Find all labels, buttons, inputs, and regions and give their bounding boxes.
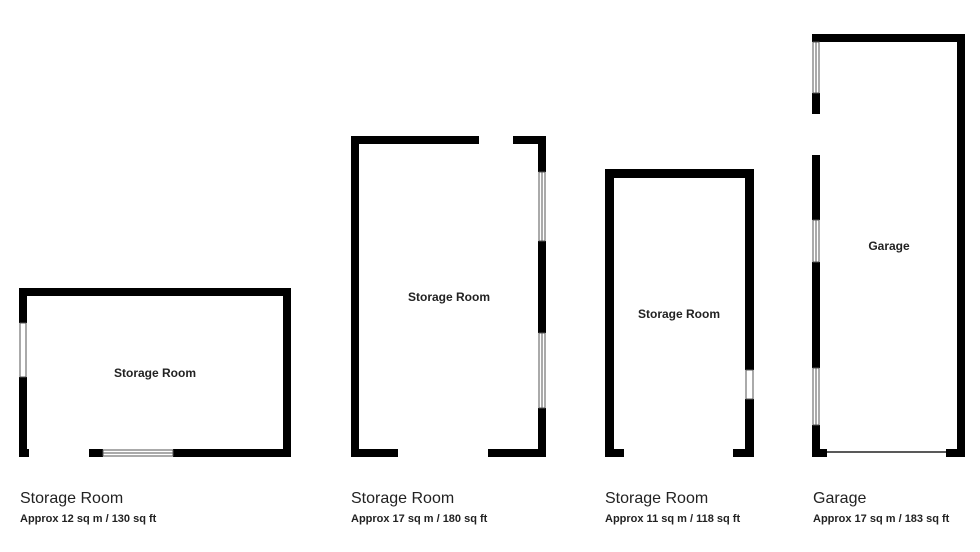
room-2-label: Storage Room bbox=[407, 290, 491, 304]
room-2-walls bbox=[351, 136, 546, 457]
room-3-caption: Storage Room Approx 11 sq m / 118 sq ft bbox=[605, 489, 740, 527]
room-3-walls bbox=[605, 169, 754, 457]
room-1-label: Storage Room bbox=[113, 366, 197, 380]
window-icon bbox=[19, 322, 27, 378]
room-1-caption: Storage Room Approx 12 sq m / 130 sq ft bbox=[20, 489, 156, 527]
room-1-windows bbox=[19, 322, 174, 457]
room-2-caption-area: Approx 17 sq m / 180 sq ft bbox=[351, 513, 488, 525]
room-3-caption-area: Approx 11 sq m / 118 sq ft bbox=[605, 513, 741, 525]
window-icon bbox=[745, 369, 754, 400]
room-3-label: Storage Room bbox=[637, 307, 721, 321]
room-2-windows bbox=[538, 171, 546, 409]
room-1-caption-area: Approx 12 sq m / 130 sq ft bbox=[20, 513, 157, 525]
garage-walls bbox=[812, 34, 965, 457]
room-2-caption-name: Storage Room bbox=[351, 490, 455, 507]
room-3-caption-name: Storage Room bbox=[605, 490, 709, 507]
garage-label: Garage bbox=[868, 239, 910, 253]
room-2-caption: Storage Room Approx 17 sq m / 180 sq ft bbox=[351, 489, 487, 527]
room-1-walls bbox=[19, 288, 291, 457]
garage-caption-name: Garage bbox=[813, 490, 867, 507]
room-3-windows bbox=[745, 369, 754, 400]
garage-windows bbox=[812, 41, 820, 426]
garage-caption: Garage Approx 17 sq m / 183 sq ft bbox=[813, 489, 949, 527]
garage-caption-area: Approx 17 sq m / 183 sq ft bbox=[813, 513, 950, 525]
room-1-caption-name: Storage Room bbox=[20, 490, 124, 507]
